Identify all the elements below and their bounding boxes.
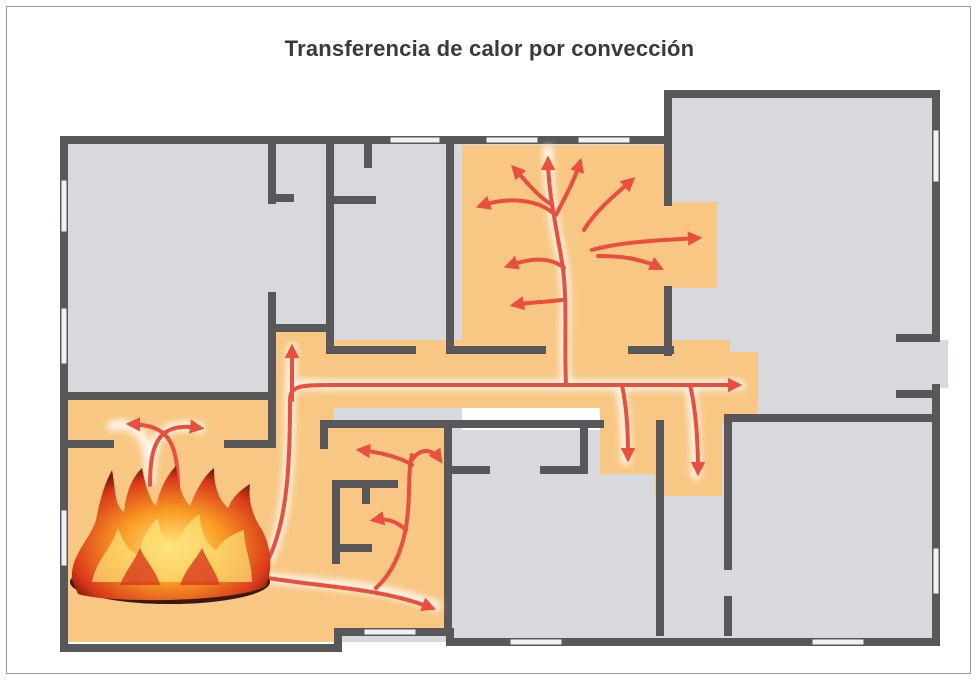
diagram-title: Transferencia de calor por convección bbox=[284, 36, 695, 61]
convection-arrow-icon bbox=[503, 255, 566, 270]
convection-arrow-icon bbox=[148, 419, 205, 487]
convection-arrow-icon bbox=[596, 254, 664, 270]
convection-arrow-icon bbox=[582, 177, 636, 232]
convection-arrow-icon bbox=[410, 447, 443, 464]
convection-arrow-icon bbox=[511, 164, 554, 207]
convection-arrow-icon bbox=[369, 511, 408, 532]
convection-arrow-icon bbox=[590, 231, 703, 252]
convection-arrow-icon bbox=[355, 443, 414, 467]
convection-arrow-icon bbox=[554, 157, 584, 217]
convection-arrow-icon bbox=[374, 453, 414, 590]
convection-arrow-icon bbox=[125, 417, 180, 492]
convection-arrow-icon bbox=[688, 383, 706, 477]
fire-icon bbox=[70, 466, 271, 604]
walls bbox=[60, 90, 940, 652]
windows bbox=[60, 129, 940, 646]
convection-arrow-icon bbox=[266, 576, 437, 612]
convection-arrow-icon bbox=[620, 383, 636, 463]
convection-arrow-icon bbox=[475, 195, 554, 214]
convection-arrows bbox=[125, 155, 743, 612]
convection-arrow-icon bbox=[509, 296, 564, 311]
convection-arrow-icon bbox=[266, 377, 743, 562]
convection-arrow-icon bbox=[540, 155, 568, 387]
